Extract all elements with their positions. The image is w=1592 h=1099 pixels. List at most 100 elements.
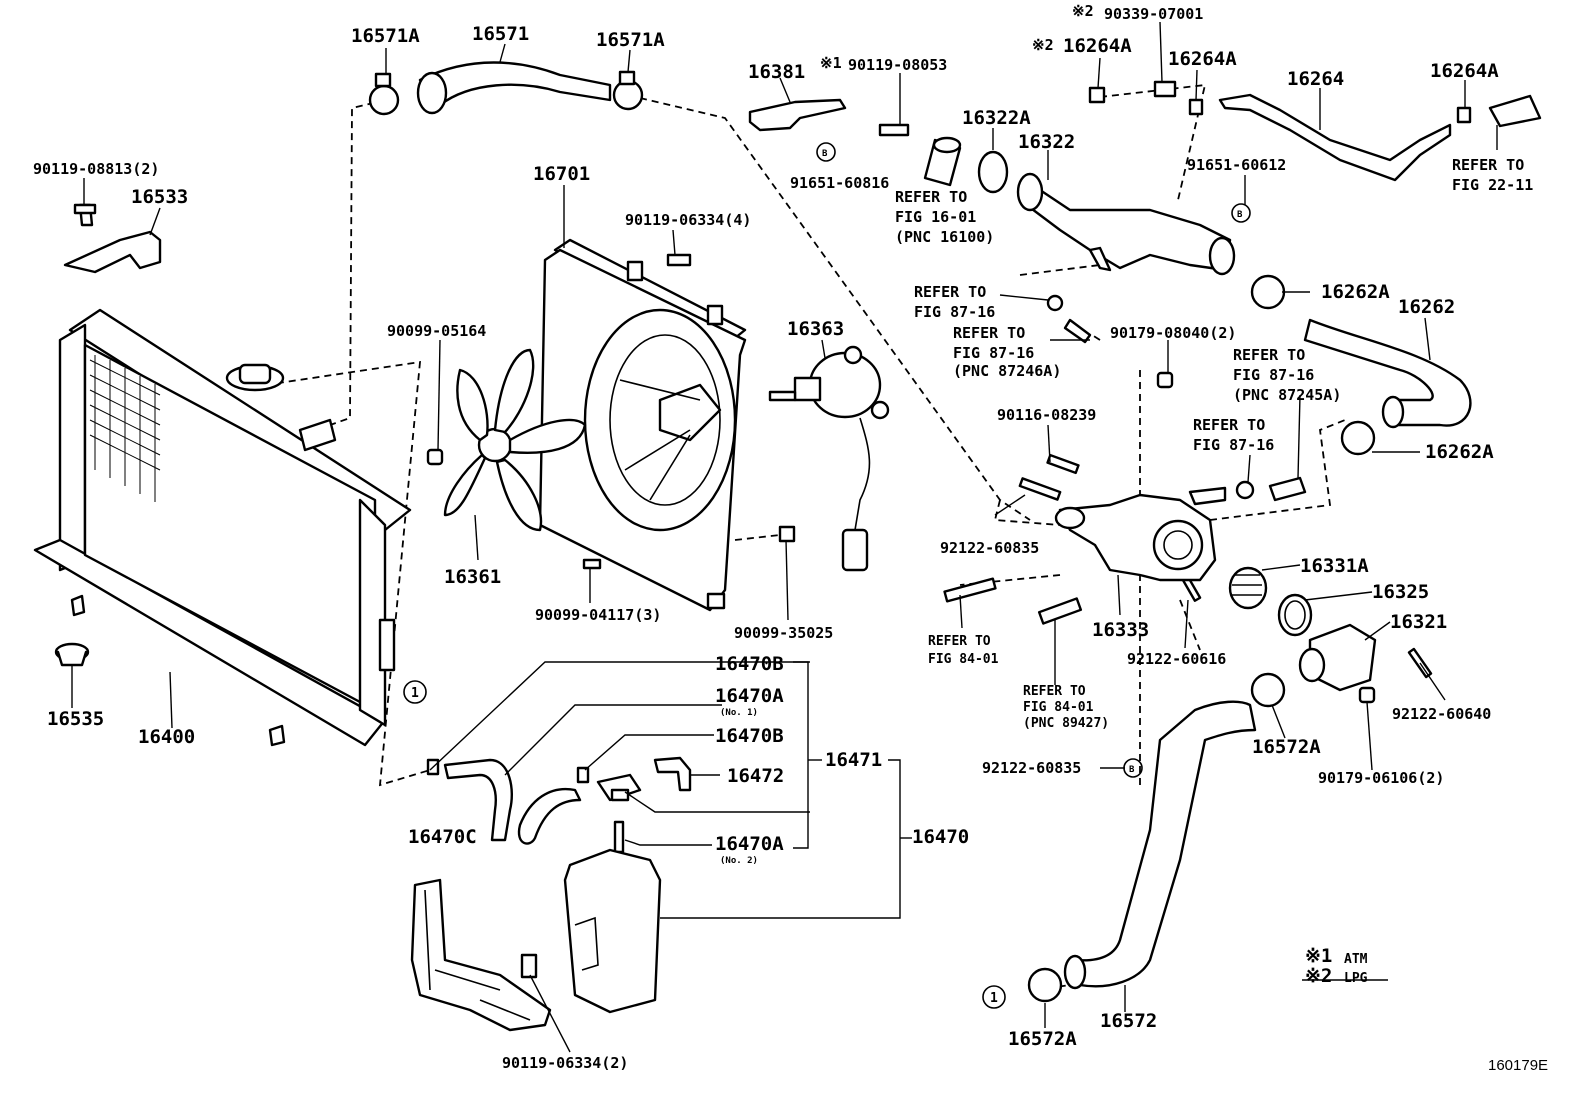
label-90179-06106: 90179-06106(2) [1318, 769, 1444, 787]
thermostat-assembly [1228, 566, 1377, 692]
refer-87-16-b-line2: FIG 87-16 [953, 344, 1034, 362]
refer-87-16-a-line1: REFER TO [914, 283, 986, 301]
refer-87-16-c-line2: FIG 87-16 [1233, 366, 1314, 384]
label-90099-35025: 90099-35025 [734, 624, 833, 642]
label-16400: 16400 [138, 726, 195, 748]
refer-16-01-line2: FIG 16-01 [895, 208, 976, 226]
label-92122-60835-b: 92122-60835 [982, 759, 1081, 777]
leader-lines [71, 21, 1498, 1053]
refer-22-11-line1: REFER TO [1452, 156, 1524, 174]
label-90119-08053: 90119-08053 [848, 56, 947, 74]
refer-84-01-b-line1: REFER TO [1023, 684, 1086, 699]
legend-mark1: ※1 [1305, 945, 1332, 967]
refer-84-01-a-line2: FIG 84-01 [928, 652, 999, 667]
bypass-hose [1088, 80, 1542, 182]
label-16572A-mid: 16572A [1252, 736, 1321, 758]
upper-radiator-hose [368, 61, 644, 116]
small-fasteners [426, 123, 1433, 979]
label-16470C: 16470C [408, 826, 477, 848]
fan-motor [768, 345, 890, 572]
label-91651-60816: 91651-60816 [790, 174, 889, 192]
label-90339-07001: 90339-07001 [1104, 5, 1203, 23]
label-90116-08239: 90116-08239 [997, 406, 1096, 424]
label-16363: 16363 [787, 318, 844, 340]
label-16571A-right: 16571A [596, 29, 665, 51]
figure-id: 160179E [1488, 1057, 1548, 1074]
refer-87-16-c-line3: (PNC 87245A) [1233, 386, 1341, 404]
label-16321: 16321 [1390, 611, 1447, 633]
reservoir-hoses [426, 756, 692, 845]
label-16470A-b: 16470A [715, 833, 784, 855]
label-16571: 16571 [472, 23, 529, 45]
label-16572: 16572 [1100, 1010, 1157, 1032]
label-16264A-a: 16264A [1063, 35, 1132, 57]
legend-mark2: ※2 [1305, 965, 1332, 987]
legend-lpg: LPG [1344, 971, 1368, 986]
label-16361: 16361 [444, 566, 501, 588]
label-16381: 16381 [748, 61, 805, 83]
label-no1: (No. 1) [720, 708, 758, 718]
refer-87-16-a-line2: FIG 87-16 [914, 303, 995, 321]
heater-hose [1046, 274, 1472, 502]
label-90099-04117: 90099-04117(3) [535, 606, 661, 624]
refer-16-01-line1: REFER TO [895, 188, 967, 206]
radiator [33, 308, 412, 747]
label-16322A: 16322A [962, 107, 1031, 129]
label-92122-60616: 92122-60616 [1127, 650, 1226, 668]
refer-87-16-b-line3: (PNC 87246A) [953, 362, 1061, 380]
label-90119-06334-2: 90119-06334(2) [502, 1054, 628, 1072]
label-90119-08813: 90119-08813(2) [33, 160, 159, 178]
label-mark1: ※1 [820, 54, 842, 72]
water-outlet-pipe [1016, 172, 1236, 276]
label-16470A-a: 16470A [715, 685, 784, 707]
fan-shroud [538, 238, 747, 612]
reservoir-tank [563, 773, 662, 1014]
circle-marker-1b: 1 [990, 991, 998, 1006]
label-16262A-bottom: 16262A [1425, 441, 1494, 463]
b-mark-2: B [1237, 210, 1243, 220]
legend-atm: ATM [1344, 952, 1368, 967]
label-91651-60612: 91651-60612 [1187, 156, 1286, 174]
label-90179-08040: 90179-08040(2) [1110, 324, 1236, 342]
label-no2: (No. 2) [720, 856, 758, 866]
circle-marker-1a: 1 [411, 686, 419, 701]
b-mark-1: B [822, 149, 828, 159]
radiator-support-bracket [63, 203, 162, 274]
label-16333: 16333 [1092, 619, 1149, 641]
label-92122-60640: 92122-60640 [1392, 705, 1491, 723]
part-labels: 16571A 16571 16571A 16381 ※1 90119-08053… [33, 2, 1548, 1074]
pipe-sleeve [923, 136, 1009, 194]
refer-87-16-b-line1: REFER TO [953, 324, 1025, 342]
refer-87-16-d-line1: REFER TO [1193, 416, 1265, 434]
label-mark2-top: ※2 [1072, 2, 1094, 20]
label-16325: 16325 [1372, 581, 1429, 603]
circle-markers [403, 142, 1251, 1009]
engine-bracket [748, 98, 847, 132]
water-inlet-housing [943, 486, 1227, 625]
label-16264A-b: 16264A [1168, 48, 1237, 70]
label-90099-05164: 90099-05164 [387, 322, 486, 340]
label-mark2-left: ※2 [1032, 36, 1054, 54]
refer-16-01-line3: (PNC 16100) [895, 228, 994, 246]
label-16262: 16262 [1398, 296, 1455, 318]
label-16470: 16470 [912, 826, 969, 848]
refer-87-16-c-line1: REFER TO [1233, 346, 1305, 364]
label-16264: 16264 [1287, 68, 1344, 90]
refer-87-16-d-line2: FIG 87-16 [1193, 436, 1274, 454]
drain-plug [54, 642, 90, 667]
b-mark-3: B [1129, 765, 1135, 775]
reservoir-bracket [410, 878, 552, 1032]
refer-22-11-line2: FIG 22-11 [1452, 176, 1533, 194]
label-16472: 16472 [727, 765, 784, 787]
label-16262A-top: 16262A [1321, 281, 1390, 303]
label-16470B-a: 16470B [715, 653, 784, 675]
label-16572A-bottom: 16572A [1008, 1028, 1077, 1050]
label-92122-60835-a: 92122-60835 [940, 539, 1039, 557]
label-16471: 16471 [825, 749, 882, 771]
label-16701: 16701 [533, 163, 590, 185]
label-16264A-c: 16264A [1430, 60, 1499, 82]
label-16331A: 16331A [1300, 555, 1369, 577]
label-16533: 16533 [131, 186, 188, 208]
label-16470B-b: 16470B [715, 725, 784, 747]
